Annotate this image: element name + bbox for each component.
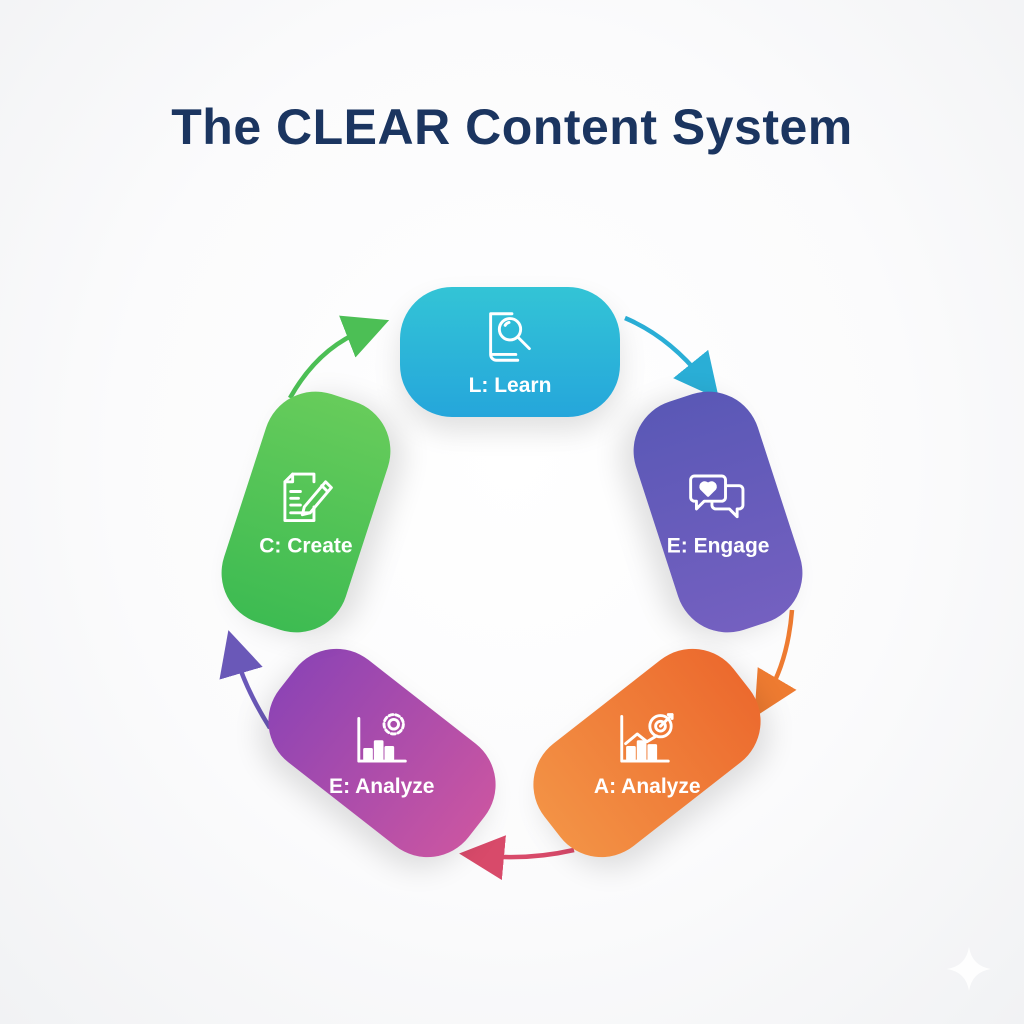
book-magnifier-icon: [489, 312, 531, 362]
step-label: L: Learn: [468, 374, 552, 397]
sparkle-icon: [947, 947, 991, 991]
arrow-learn-to-engage: [624, 315, 719, 399]
arrow-analyze-to-analyze: [459, 835, 575, 881]
page-title: The CLEAR Content System: [171, 99, 853, 155]
step-analyze-e: E: Analyze: [247, 627, 517, 879]
step-create: C: Create: [208, 378, 404, 646]
arrow-analyze-to-create: [219, 630, 272, 730]
step-label: A: Analyze: [593, 775, 701, 798]
step-label: C: Create: [259, 534, 353, 557]
chart-gear-icon: [357, 713, 407, 763]
document-pencil-icon: [283, 472, 333, 522]
step-learn: L: Learn: [400, 287, 620, 417]
chat-bubbles-heart-icon: [689, 474, 745, 518]
step-analyze-a: A: Analyze: [512, 627, 782, 879]
arrow-engage-to-analyze: [754, 609, 797, 718]
step-label: E: Analyze: [329, 774, 435, 798]
step-label: E: Engage: [666, 534, 770, 557]
chart-target-icon: [620, 713, 674, 763]
arrow-create-to-learn: [288, 315, 390, 400]
step-engage: E: Engage: [620, 378, 816, 646]
